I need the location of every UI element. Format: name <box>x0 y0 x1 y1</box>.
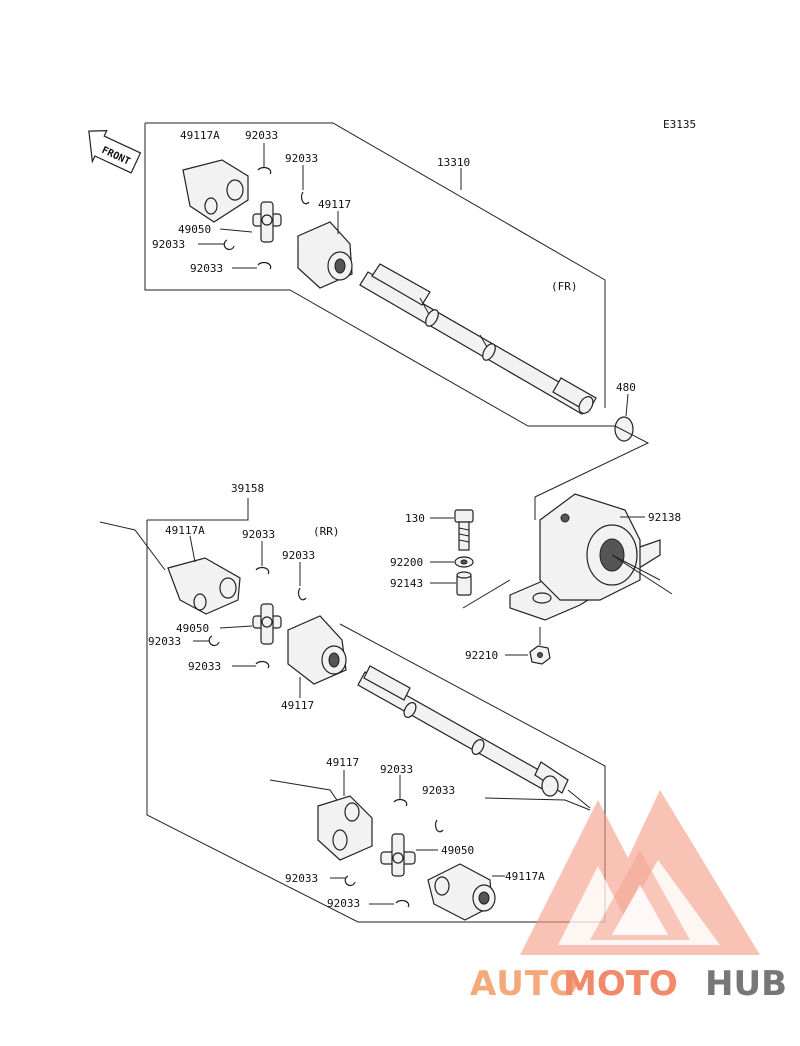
front-yoke-a-label: 49117A <box>180 129 220 142</box>
front-spider <box>252 201 282 243</box>
washer: 92200 <box>390 556 474 569</box>
rear-spider-bottom-label: 49050 <box>441 844 474 857</box>
front-shaft-group: 49117A 92033 92033 49117 49050 92033 920… <box>144 122 615 427</box>
rear-shaft-group: 39158 49117A 92033 (RR) 92033 49050 9203… <box>99 482 606 923</box>
rear-clip-7-label: 92033 <box>285 872 318 885</box>
bearing-support: 92138 <box>509 493 681 621</box>
rear-yoke-bottom-label: 49117 <box>326 756 359 769</box>
bolt-label: 130 <box>405 512 425 525</box>
front-yoke-label: 49117 <box>318 198 351 211</box>
rear-clip-1-label: 92033 <box>242 528 275 541</box>
front-yoke <box>297 221 353 289</box>
rear-clip-5-label: 92033 <box>380 763 413 776</box>
rear-yoke-top-label: 49117 <box>281 699 314 712</box>
bearing-support-label: 92138 <box>648 511 681 524</box>
rear-clip-3-label: 92033 <box>148 635 181 648</box>
front-clip-4-label: 92033 <box>190 262 223 275</box>
bolt: 130 <box>405 509 474 551</box>
rear-yoke-a-top-label: 49117A <box>165 524 205 537</box>
watermark-logo <box>520 790 760 955</box>
watermark-auto: AUTO <box>470 964 579 1004</box>
front-clip-1-label: 92033 <box>245 129 278 142</box>
front-yoke-a <box>182 159 249 223</box>
front-clip-2-label: 92033 <box>285 152 318 165</box>
rear-clip-8-label: 92033 <box>327 897 360 910</box>
rear-spider-top-label: 49050 <box>176 622 209 635</box>
watermark-text: AUTO MOTO HUB <box>470 964 787 1004</box>
front-section-label: (FR) <box>551 280 578 293</box>
front-arrow-icon: FRONT <box>88 129 142 174</box>
nut: 92210 <box>465 627 551 665</box>
diagram-code: E3135 <box>663 118 696 131</box>
front-drive-shaft <box>359 263 597 415</box>
rear-yoke-a-top <box>167 557 241 615</box>
collar: 92143 <box>390 571 472 596</box>
nut-label: 92210 <box>465 649 498 662</box>
front-clip-3-label: 92033 <box>152 238 185 251</box>
rear-yoke-top <box>287 615 347 685</box>
rear-section-label: (RR) <box>313 525 340 538</box>
rear-yoke-a-bottom-label: 49117A <box>505 870 545 883</box>
front-shaft-assy-label: 13310 <box>437 156 470 169</box>
rear-clip-6-label: 92033 <box>422 784 455 797</box>
watermark-hub: HUB <box>705 964 787 1004</box>
watermark-moto: MOTO <box>563 964 678 1004</box>
collar-label: 92143 <box>390 577 423 590</box>
rear-shaft-assy-label: 39158 <box>231 482 264 495</box>
circlip-label: 480 <box>616 381 636 394</box>
rear-spider-bottom <box>380 833 416 877</box>
rear-clip-4-label: 92033 <box>188 660 221 673</box>
rear-yoke-bottom <box>317 795 373 861</box>
washer-label: 92200 <box>390 556 423 569</box>
rear-spider-top <box>252 603 282 645</box>
rear-yoke-a-bottom <box>427 863 496 921</box>
circlip-480: 480 <box>614 381 636 442</box>
front-spider-label: 49050 <box>178 223 211 236</box>
rear-drive-shaft <box>357 665 569 797</box>
rear-clip-2-label: 92033 <box>282 549 315 562</box>
